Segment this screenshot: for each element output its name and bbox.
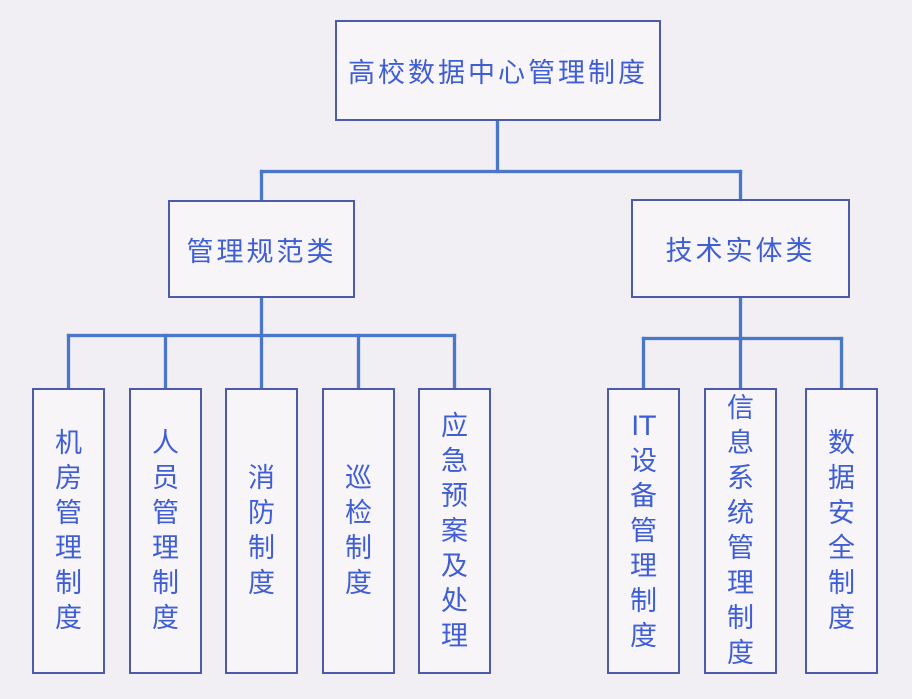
connector-leaf-drop-4 — [357, 334, 360, 389]
node-branch-technical-label: 技术实体类 — [665, 236, 816, 267]
node-root-label: 高校数据中心管理制度 — [348, 58, 648, 89]
node-leaf-info-system: 信息系统管理制度 — [704, 388, 777, 674]
connector-leaf-drop-2 — [164, 334, 167, 389]
connector-right-branch-stem — [739, 297, 742, 339]
connector-leaf-drop-6 — [642, 337, 645, 389]
node-leaf-server-room: 机房管理制度 — [32, 388, 105, 674]
node-leaf-emergency: 应急预案及处理 — [418, 388, 491, 674]
node-leaf-info-system-label: 信息系统管理制度 — [727, 393, 754, 669]
connector-leaf-drop-5 — [453, 334, 456, 389]
node-leaf-server-room-label: 机房管理制度 — [55, 428, 82, 634]
node-branch-management: 管理规范类 — [168, 200, 355, 298]
node-leaf-inspection: 巡检制度 — [322, 388, 395, 674]
node-leaf-inspection-label: 巡检制度 — [345, 463, 372, 599]
node-leaf-data-security-label: 数据安全制度 — [828, 428, 855, 634]
node-leaf-data-security: 数据安全制度 — [805, 388, 878, 674]
node-branch-management-label: 管理规范类 — [186, 236, 337, 268]
connector-root-drop — [496, 121, 499, 173]
node-leaf-emergency-label: 应急预案及处理 — [441, 410, 468, 652]
node-branch-technical: 技术实体类 — [631, 199, 850, 298]
connector-branch-right-drop — [739, 170, 742, 200]
connector-level1-bus — [260, 170, 742, 173]
connector-leaf-drop-3 — [260, 334, 263, 389]
node-root: 高校数据中心管理制度 — [335, 20, 661, 121]
connector-leaf-drop-7 — [739, 337, 742, 389]
node-leaf-personnel-label: 人员管理制度 — [152, 428, 179, 634]
node-leaf-fire-safety-label: 消防制度 — [248, 463, 275, 599]
connector-leaf-drop-1 — [67, 334, 70, 389]
connector-left-branch-stem — [260, 298, 263, 337]
node-leaf-personnel: 人员管理制度 — [129, 388, 202, 674]
connector-branch-left-drop — [260, 170, 263, 201]
connector-right-leaf-bus — [642, 337, 843, 340]
connector-leaf-drop-8 — [840, 337, 843, 389]
node-leaf-fire-safety: 消防制度 — [225, 388, 298, 674]
